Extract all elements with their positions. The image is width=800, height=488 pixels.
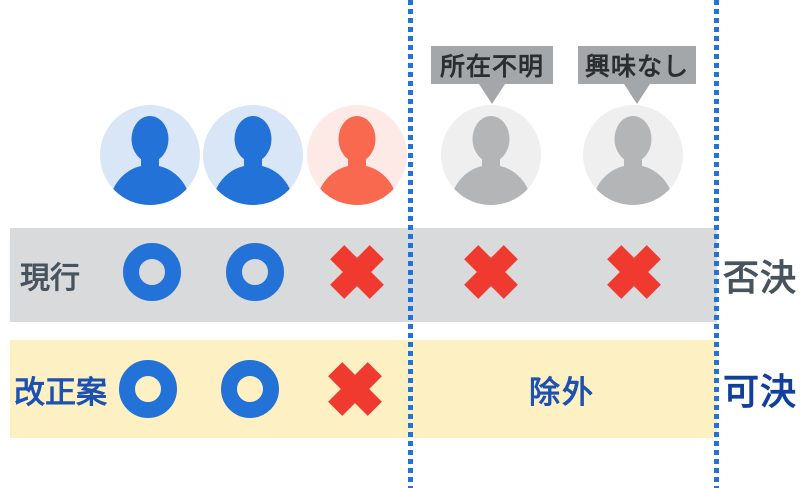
excluded-label: 除外 — [529, 374, 595, 410]
supporter-blue-person-icon — [100, 105, 200, 205]
reject-cross-icon — [463, 244, 519, 300]
callout-label: 所在不明 — [431, 46, 553, 84]
reject-cross-icon — [329, 244, 385, 300]
approve-circle-icon — [123, 243, 181, 301]
callout-label: 興味なし — [578, 46, 696, 84]
opponent-orange-person-icon — [307, 105, 407, 205]
absent-gray-person-icon — [441, 105, 541, 205]
approve-circle-icon — [119, 360, 177, 418]
callout-no-interest: 興味なし — [578, 46, 696, 104]
callout-pointer-icon — [624, 84, 650, 104]
row-label-current: 現行 — [20, 262, 80, 295]
absent-gray-person-icon — [583, 105, 683, 205]
result-label-approved: 可決 — [723, 371, 798, 412]
callout-whereabouts-unknown: 所在不明 — [431, 46, 553, 104]
row-label-proposal: 改正案 — [14, 374, 107, 410]
dotted-divider-left — [408, 0, 413, 488]
reject-cross-icon — [327, 361, 383, 417]
result-label-rejected: 否決 — [723, 257, 798, 298]
dotted-divider-right — [714, 0, 719, 488]
callout-pointer-icon — [479, 84, 505, 104]
supporter-blue-person-icon — [203, 105, 303, 205]
reject-cross-icon — [606, 244, 662, 300]
approve-circle-icon — [221, 360, 279, 418]
approve-circle-icon — [226, 243, 284, 301]
